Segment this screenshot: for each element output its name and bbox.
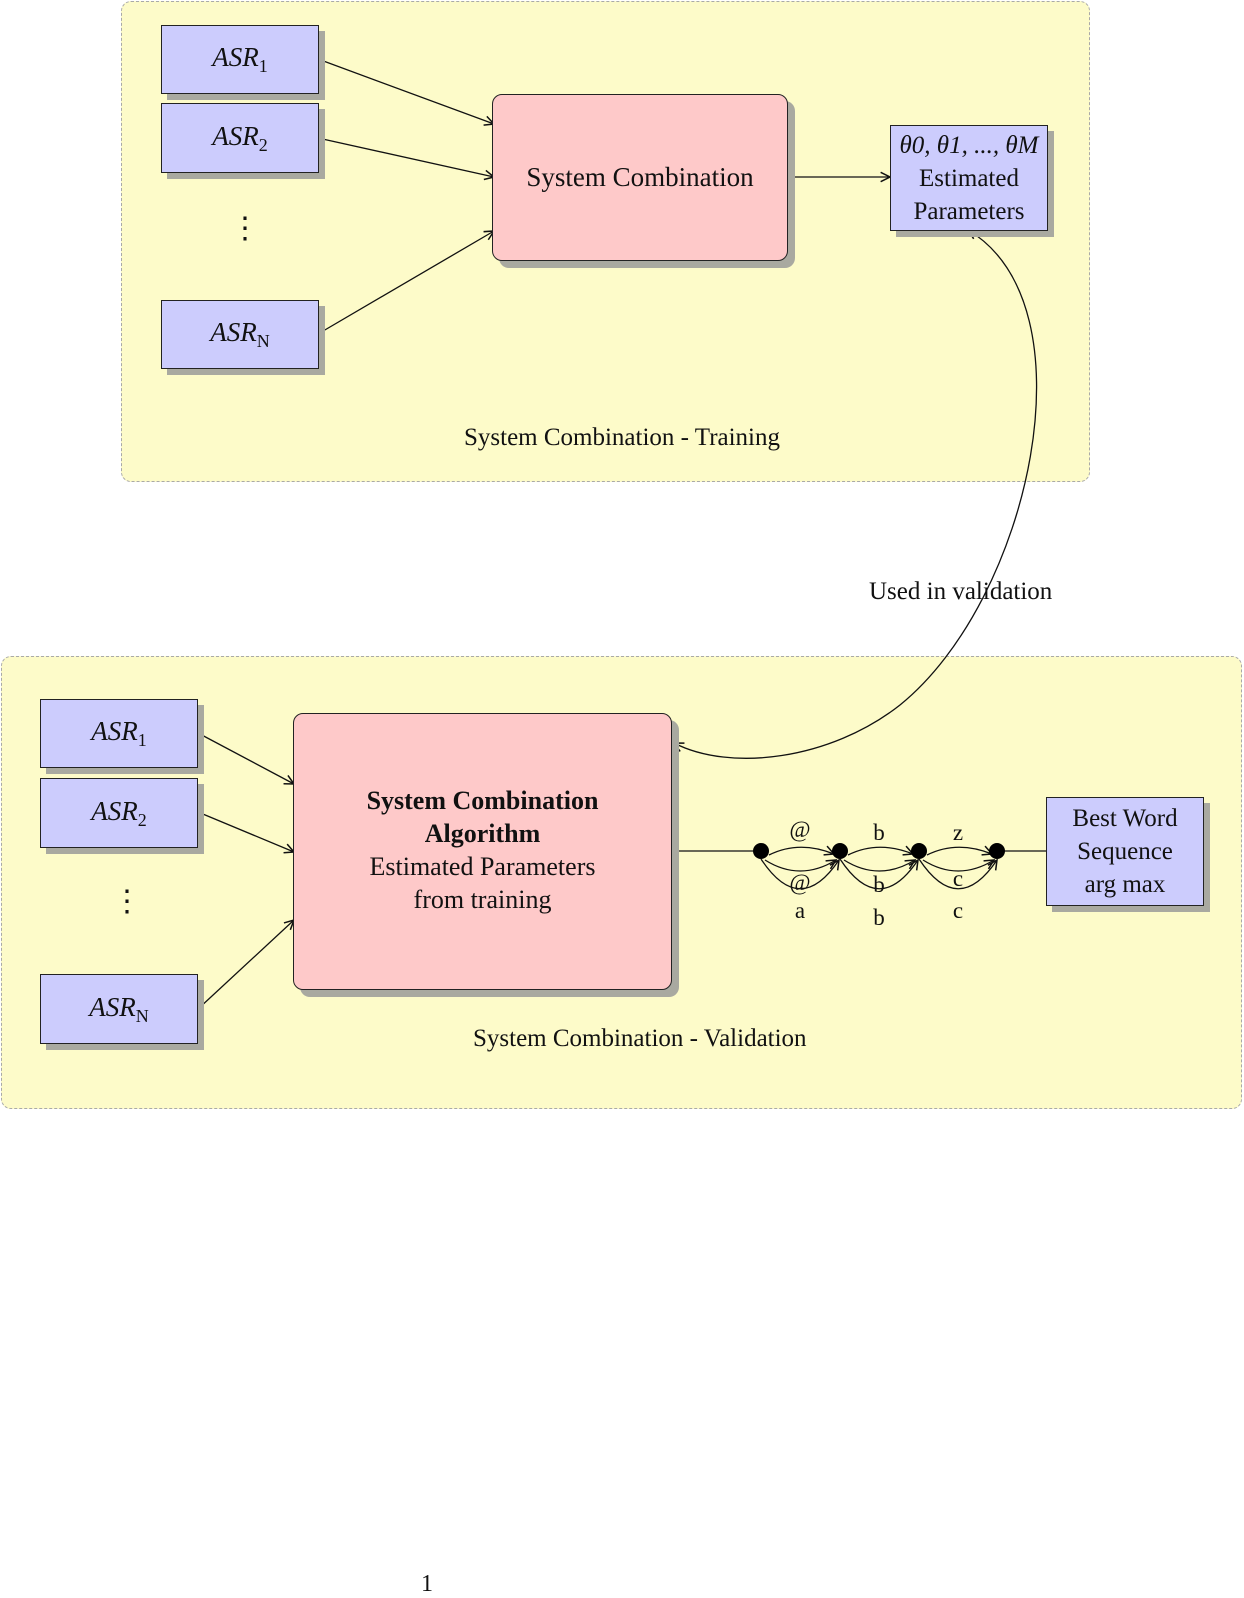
algorithm-title-line1: System Combination [366,786,599,815]
lattice-label-middle: @ [789,870,811,895]
asr-box-training-1: ASR1 [161,25,319,94]
algorithm-desc-line2: from training [413,885,552,914]
validation-caption: System Combination - Validation [473,1025,807,1052]
output-line3: arg max [1084,871,1166,898]
asr-box-validation-2: ASR2 [40,778,198,848]
output-line1: Best Word [1072,805,1178,832]
lattice-label-top: @ [789,817,811,842]
lattice-label-bottom: a [794,898,806,923]
asr-box-validation-1: ASR1 [40,699,198,768]
validation-ellipsis: ⋮ [112,885,142,918]
asr-subscript: N [135,1005,149,1026]
lattice-label-bottom: c [952,898,964,923]
asr-label: ASR [91,716,138,746]
lattice-label-bottom: b [873,905,885,930]
page-number: 1 [421,1571,433,1597]
system-combination-algorithm-box: System Combination Algorithm Estimated P… [293,713,672,990]
used-in-validation-label: Used in validation [869,578,1053,605]
system-combination-label: System Combination [526,162,754,192]
algorithm-title-line2: Algorithm [424,819,541,848]
training-ellipsis: ⋮ [230,212,260,245]
asr-label: ASR [89,991,136,1022]
params-formula: θ0, θ1, ..., θM [899,131,1039,159]
best-word-sequence-box: Best Word Sequence arg max [1046,797,1204,906]
training-caption: System Combination - Training [464,424,781,451]
lattice-label-middle: c [952,866,964,891]
asr-box-training-n: ASRN [161,300,319,369]
params-line1: Estimated [919,164,1019,192]
asr-label: ASR [91,795,138,826]
params-line2: Parameters [913,197,1025,225]
estimated-parameters-box: θ0, θ1, ..., θM Estimated Parameters [890,125,1048,231]
asr-label: ASR [212,120,259,151]
asr-subscript: 2 [258,134,268,155]
asr-label: ASR [210,317,257,347]
asr-subscript: 1 [258,56,268,76]
algorithm-desc-line1: Estimated Parameters [369,852,596,881]
system-combination-box: System Combination [492,94,788,261]
asr-subscript: 1 [137,730,147,750]
lattice-label-top: z [952,820,964,845]
asr-subscript: N [256,331,270,351]
asr-box-validation-n: ASRN [40,974,198,1044]
output-line2: Sequence [1077,838,1173,865]
asr-label: ASR [212,42,259,72]
asr-subscript: 2 [137,809,147,830]
lattice-label-top: b [873,820,885,845]
asr-box-training-2: ASR2 [161,103,319,173]
lattice-label-middle: b [873,872,885,897]
